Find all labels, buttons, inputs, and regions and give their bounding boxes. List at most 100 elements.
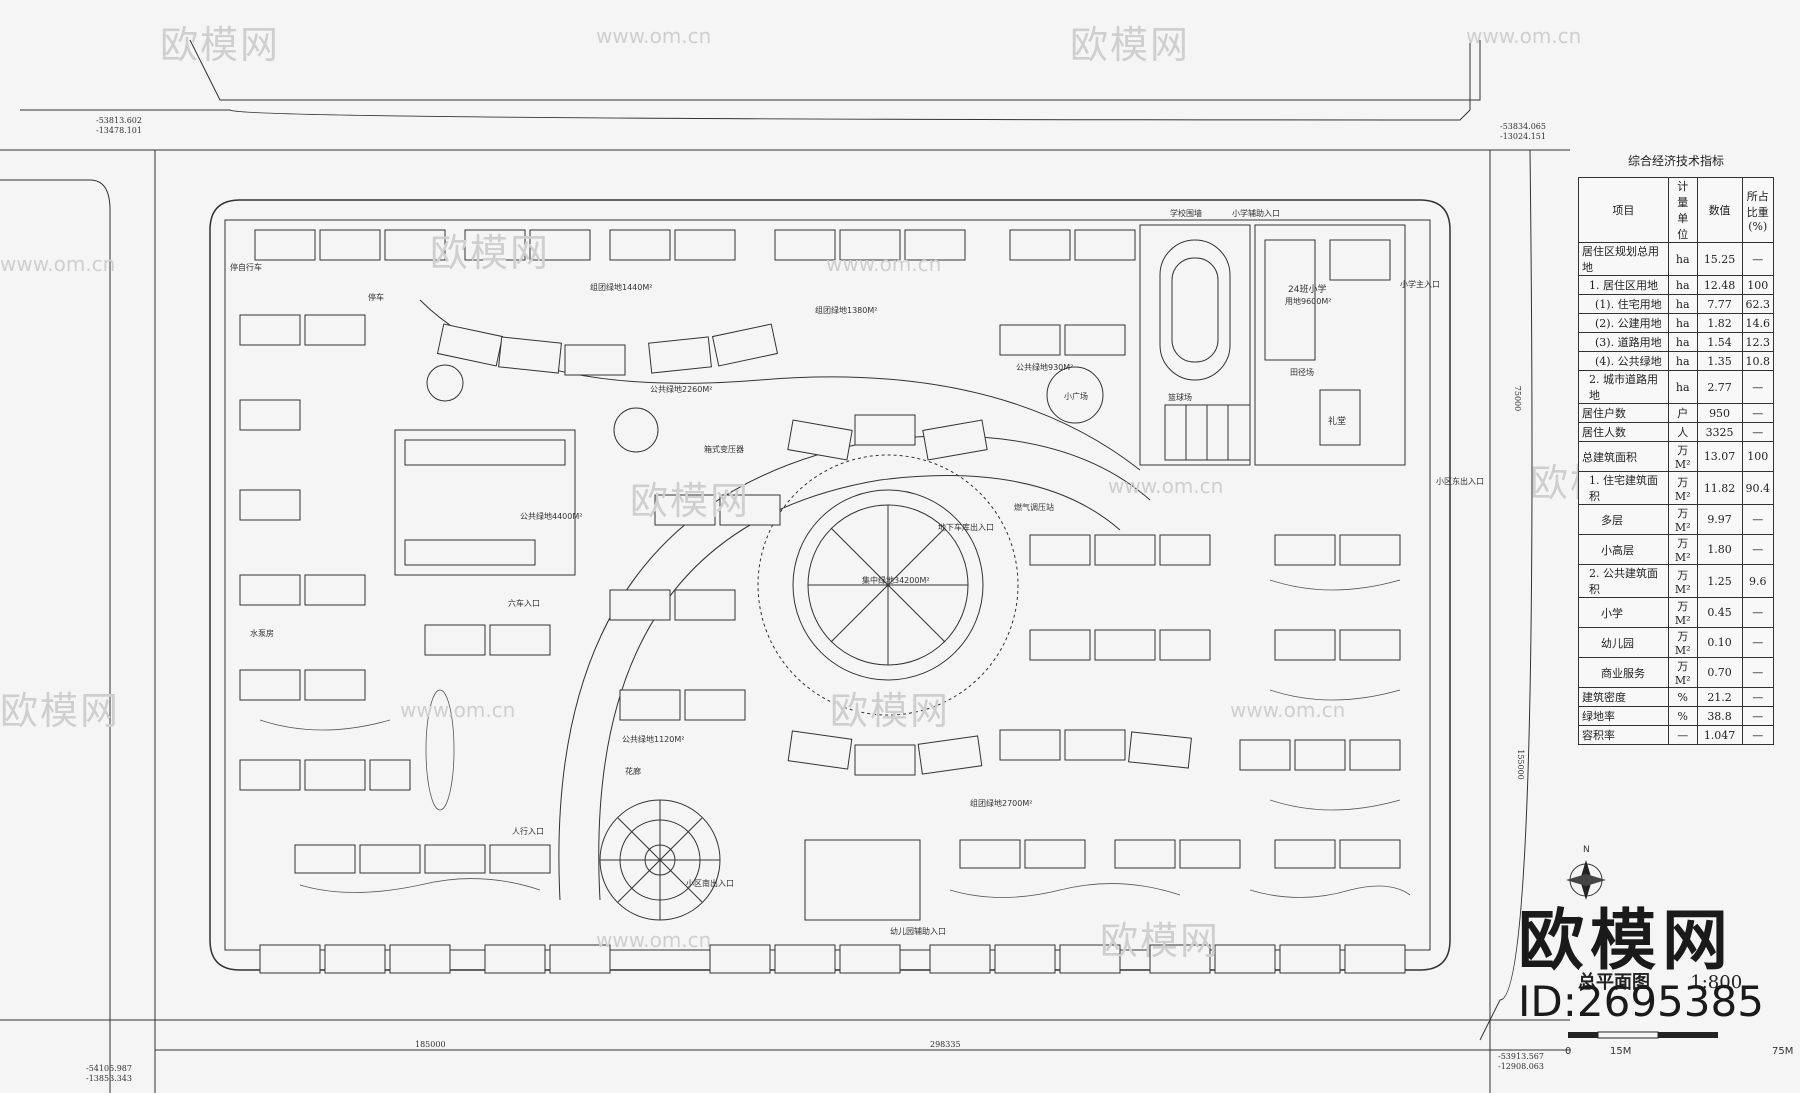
om-logo: 欧模网 ID:2695385: [1518, 908, 1764, 1024]
indicator-unit: ha: [1667, 275, 1698, 295]
indicator-item: 1. 居住区用地: [1578, 275, 1669, 295]
building-block: [359, 844, 421, 874]
coordinate-top-left: -53813.602-13478.101: [96, 116, 142, 135]
building-block: [787, 730, 853, 770]
building-block: [304, 574, 366, 606]
indicator-value: 0.70: [1696, 657, 1743, 688]
coordinate-bottom-right: -53913.567-12908.063: [1498, 1052, 1544, 1071]
ring-road-inner: [598, 475, 1121, 901]
building-block: [1149, 944, 1211, 974]
building-block: [1344, 944, 1406, 974]
label-parking: 停车: [368, 292, 384, 302]
building-block: [464, 229, 526, 261]
label-public-green-2: 公共绿地930M²: [1016, 362, 1073, 372]
indicator-value: 1.82: [1696, 313, 1743, 333]
watermark-logo: 欧模网: [1100, 919, 1221, 963]
building-block: [1159, 534, 1211, 566]
label-school-area: 用地9600M²: [1285, 296, 1331, 306]
fish-pond: [425, 689, 455, 811]
building-block: [1159, 629, 1211, 661]
label-south-entrance: 小区南出入口: [686, 878, 734, 888]
label-small-square: 小广场: [1064, 391, 1088, 401]
building-block: [319, 229, 381, 261]
building-block: [239, 759, 301, 791]
building-block: [999, 324, 1061, 356]
building-block: [1349, 739, 1401, 771]
indicator-pct: —: [1741, 597, 1774, 628]
indicator-row: 绿地率%38.8—: [1578, 706, 1774, 726]
indicator-pct: —: [1741, 422, 1774, 442]
indicator-item: (1). 住宅用地: [1578, 294, 1669, 314]
indicator-value: 7.77: [1696, 294, 1743, 314]
building-block: [609, 229, 671, 261]
building-block: [959, 839, 1021, 869]
watermark-logo: 欧模网: [630, 479, 751, 523]
school-yard: [1139, 224, 1251, 466]
building-block: [1094, 629, 1156, 661]
building-block: [436, 323, 504, 367]
indicator-header-unit: 计量单位: [1667, 177, 1698, 243]
indicator-unit: 万M²: [1667, 657, 1698, 688]
label-kindergarten-entrance: 幼儿园辅助入口: [890, 926, 946, 936]
label-group-green-3: 组团绿地2700M²: [970, 798, 1032, 808]
scale-tick-0: 0: [1565, 1046, 1571, 1057]
indicator-pct: 100: [1741, 441, 1774, 472]
building-block: [1094, 534, 1156, 566]
building-block: [1009, 229, 1071, 261]
label-pedestrian-entrance: 人行入口: [512, 826, 544, 836]
indicator-unit: 万M²: [1667, 534, 1698, 565]
label-underground-entrance: 地下车库出入口: [938, 522, 994, 532]
building-block: [994, 944, 1056, 974]
indicator-pct: —: [1741, 534, 1774, 565]
indicator-value: 1.54: [1696, 332, 1743, 352]
indicator-pct: —: [1741, 403, 1774, 423]
indicator-pct: 62.3: [1741, 294, 1774, 314]
label-school-wall: 学校围墙: [1170, 208, 1202, 218]
landscape-stripe: [1269, 579, 1401, 591]
building-block: [917, 735, 983, 775]
label-basketball: 篮球场: [1168, 392, 1192, 402]
indicator-row: 建筑密度%21.2—: [1578, 687, 1774, 707]
landscape-features: [259, 579, 1411, 898]
kindergarten-building: [804, 839, 921, 921]
small-square: [1046, 366, 1104, 424]
indicator-unit: 万M²: [1667, 627, 1698, 658]
indicator-value: 9.97: [1696, 504, 1743, 535]
building-block: [684, 689, 746, 721]
building-block: [654, 494, 716, 526]
indicator-unit: ha: [1667, 332, 1698, 352]
building-block: [369, 759, 411, 791]
label-group-green-1: 组团绿地1440M²: [590, 282, 652, 292]
building-block: [711, 323, 779, 367]
building-block: [787, 419, 853, 461]
indicator-row: 容积率—1.047—: [1578, 725, 1774, 745]
landscape-stripe: [259, 719, 391, 731]
building-block: [854, 414, 916, 446]
building-block: [1114, 839, 1176, 869]
drawing-title: 总平面图: [1578, 972, 1650, 993]
building-block: [1339, 629, 1401, 661]
building-block: [384, 229, 446, 261]
indicator-pct: —: [1741, 657, 1774, 688]
west-round-pavilion: [426, 364, 464, 402]
watermark-logo: 欧模网: [830, 689, 951, 733]
indicator-value: 1.35: [1696, 351, 1743, 371]
building-block: [1274, 534, 1336, 566]
indicator-unit: —: [1667, 725, 1698, 745]
landscape-stripe: [1269, 799, 1401, 811]
indicator-pct: —: [1741, 504, 1774, 535]
watermark-url: www.om.cn: [596, 928, 712, 952]
coordinate-top-right: -53834.065-13024.151: [1500, 122, 1546, 141]
indicator-value: 2.77: [1696, 370, 1743, 404]
indicator-unit: ha: [1667, 313, 1698, 333]
label-sports-ground: 田径场: [1290, 367, 1314, 377]
indicator-item: 居住户数: [1578, 403, 1669, 423]
